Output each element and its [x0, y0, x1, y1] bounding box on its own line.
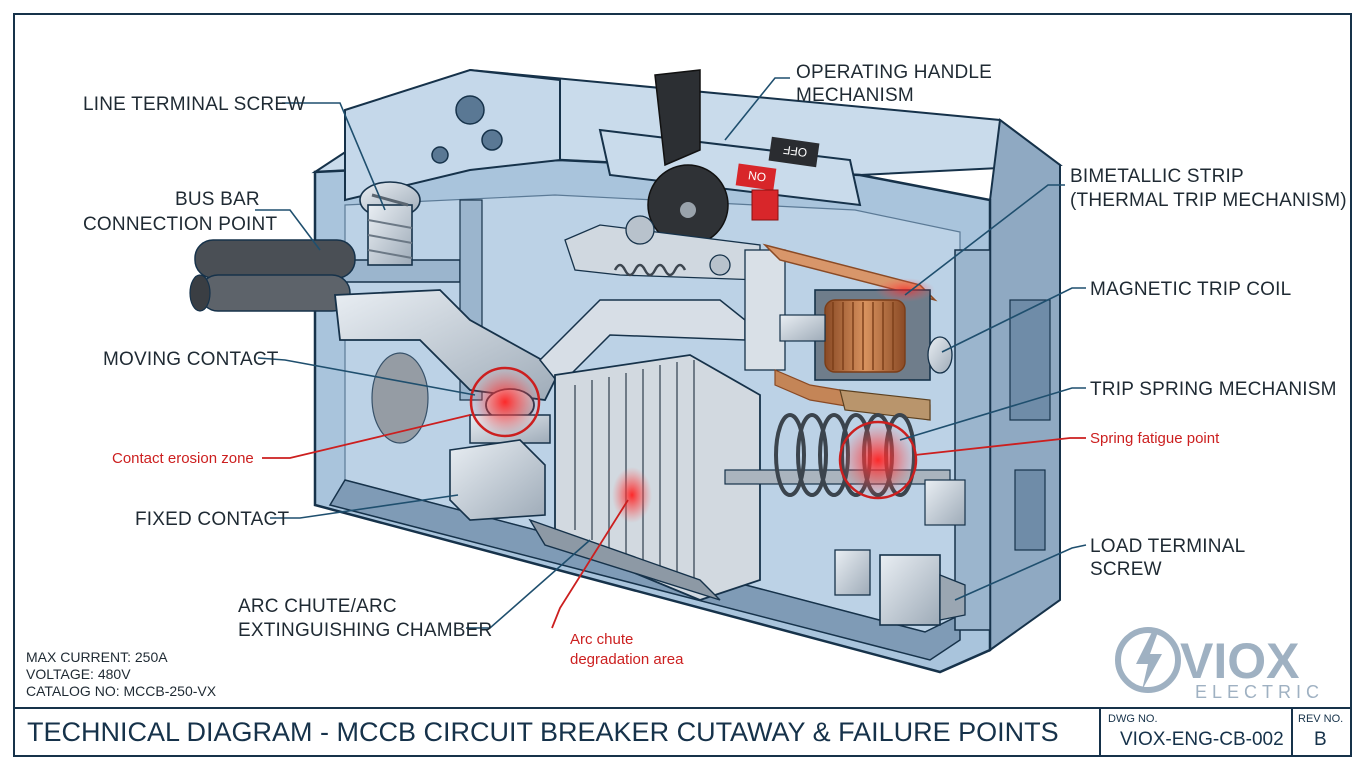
- label-arc-chute-2: EXTINGUISHING CHAMBER: [238, 620, 492, 641]
- spec-voltage: VOLTAGE: 480V: [26, 666, 131, 682]
- label-contact-erosion: Contact erosion zone: [112, 450, 254, 467]
- label-trip-spring: TRIP SPRING MECHANISM: [1090, 379, 1337, 400]
- handle-off-marker: OFF: [782, 143, 808, 160]
- label-operating-handle-2: MECHANISM: [796, 85, 914, 106]
- label-magnetic-trip-coil: MAGNETIC TRIP COIL: [1090, 279, 1291, 300]
- spec-catalog: CATALOG NO: MCCB-250-VX: [26, 683, 217, 699]
- rev-no-label: REV NO.: [1298, 713, 1343, 725]
- label-fixed-contact: FIXED CONTACT: [135, 509, 289, 530]
- dwg-no-label: DWG NO.: [1108, 713, 1158, 725]
- diagram-title: TECHNICAL DIAGRAM - MCCB CIRCUIT BREAKER…: [27, 717, 1059, 747]
- trip-linkage: [564, 215, 786, 371]
- label-arc-degradation-1: Arc chute: [570, 631, 633, 648]
- rev-no-value: B: [1314, 729, 1327, 750]
- spec-max-current: MAX CURRENT: 250A: [26, 649, 168, 665]
- label-bimetallic-2: (THERMAL TRIP MECHANISM): [1070, 190, 1347, 211]
- viox-logo: VIOX ELECTRIC: [1115, 627, 1324, 702]
- title-block: TECHNICAL DIAGRAM - MCCB CIRCUIT BREAKER…: [13, 707, 1352, 757]
- brand-sub: ELECTRIC: [1195, 682, 1324, 702]
- leader-lines: [255, 77, 1087, 629]
- label-bus-bar-2: CONNECTION POINT: [83, 214, 277, 235]
- load-terminal-screw: [834, 549, 966, 626]
- operating-handle: OFF ON: [598, 69, 862, 246]
- label-arc-chute-1: ARC CHUTE/ARC: [238, 596, 397, 617]
- arc-chute: [528, 354, 761, 601]
- label-arc-degradation-2: degradation area: [570, 651, 684, 668]
- label-bus-bar-1: BUS BAR: [175, 189, 260, 210]
- bus-bar-cable: [189, 239, 356, 312]
- label-operating-handle-1: OPERATING HANDLE: [796, 62, 992, 83]
- lightning-icon: [1136, 632, 1162, 690]
- label-load-terminal-2: SCREW: [1090, 559, 1162, 580]
- brand-name: VIOX: [1180, 633, 1299, 689]
- label-bimetallic-1: BIMETALLIC STRIP: [1070, 166, 1244, 187]
- fixed-contact: [449, 439, 546, 521]
- label-spring-fatigue: Spring fatigue point: [1090, 430, 1220, 447]
- dwg-no-value: VIOX-ENG-CB-002: [1120, 729, 1284, 750]
- handle-on-marker: ON: [747, 168, 767, 184]
- label-moving-contact: MOVING CONTACT: [103, 349, 279, 370]
- magnetic-trip-coil: [779, 289, 953, 381]
- label-line-terminal-screw: LINE TERMINAL SCREW: [83, 94, 305, 115]
- label-load-terminal-1: LOAD TERMINAL: [1090, 536, 1245, 557]
- line-terminal-screw: [359, 181, 421, 266]
